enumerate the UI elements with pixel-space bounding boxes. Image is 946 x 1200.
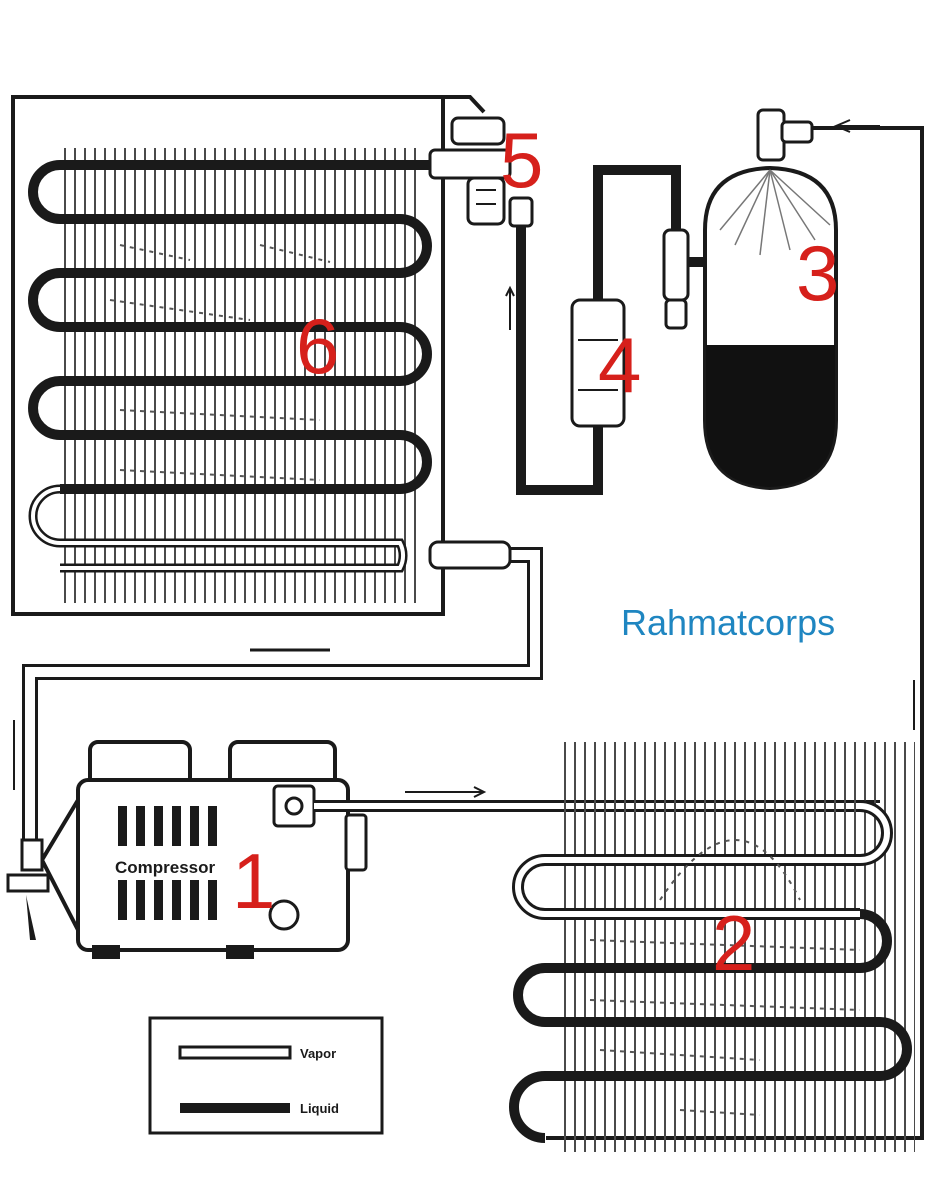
- label-6: 6: [296, 302, 339, 390]
- receiver-spray: [719, 169, 831, 256]
- legend-liquid-swatch: [180, 1103, 290, 1113]
- label-3: 3: [796, 229, 839, 317]
- receiver-tank: [703, 108, 838, 491]
- legend: Vapor Liquid: [148, 1016, 384, 1135]
- legend-vapor-swatch: [178, 1045, 292, 1060]
- suction-line: [13, 540, 543, 840]
- filter-drier: [570, 298, 626, 428]
- label-1: 1: [232, 837, 275, 925]
- compressor: Compressor: [6, 740, 368, 959]
- suction-fitting: [428, 540, 512, 570]
- condenser-coil: [509, 742, 915, 1152]
- liquid-line-from-receiver: [593, 165, 681, 300]
- label-4: 4: [598, 321, 641, 409]
- legend-vapor-label: Vapor: [300, 1046, 336, 1061]
- label-2: 2: [712, 899, 755, 987]
- compressor-label: Compressor: [115, 858, 216, 877]
- label-5: 5: [500, 116, 543, 204]
- legend-liquid-label: Liquid: [300, 1101, 339, 1116]
- evaporator-sensing-marks: [109, 244, 331, 481]
- sensing-line: [13, 95, 486, 114]
- compressor-grille: [118, 806, 217, 920]
- component-numbers: 1 2 3 4 5 6: [232, 116, 839, 987]
- watermark-text: Rahmatcorps: [621, 602, 835, 643]
- condenser-marks: [589, 839, 861, 1116]
- receiver-valve: [662, 228, 690, 330]
- legend-box: [148, 1016, 384, 1135]
- expansion-valve: [428, 116, 534, 228]
- evaporator-tube-liquid: [28, 160, 432, 494]
- evaporator-coil: [11, 95, 445, 616]
- receiver-liquid-level: [706, 345, 835, 487]
- condenser-tube-liquid: [509, 909, 912, 1143]
- liquid-line-to-valve: [516, 226, 603, 495]
- condenser-fins: [560, 742, 915, 1152]
